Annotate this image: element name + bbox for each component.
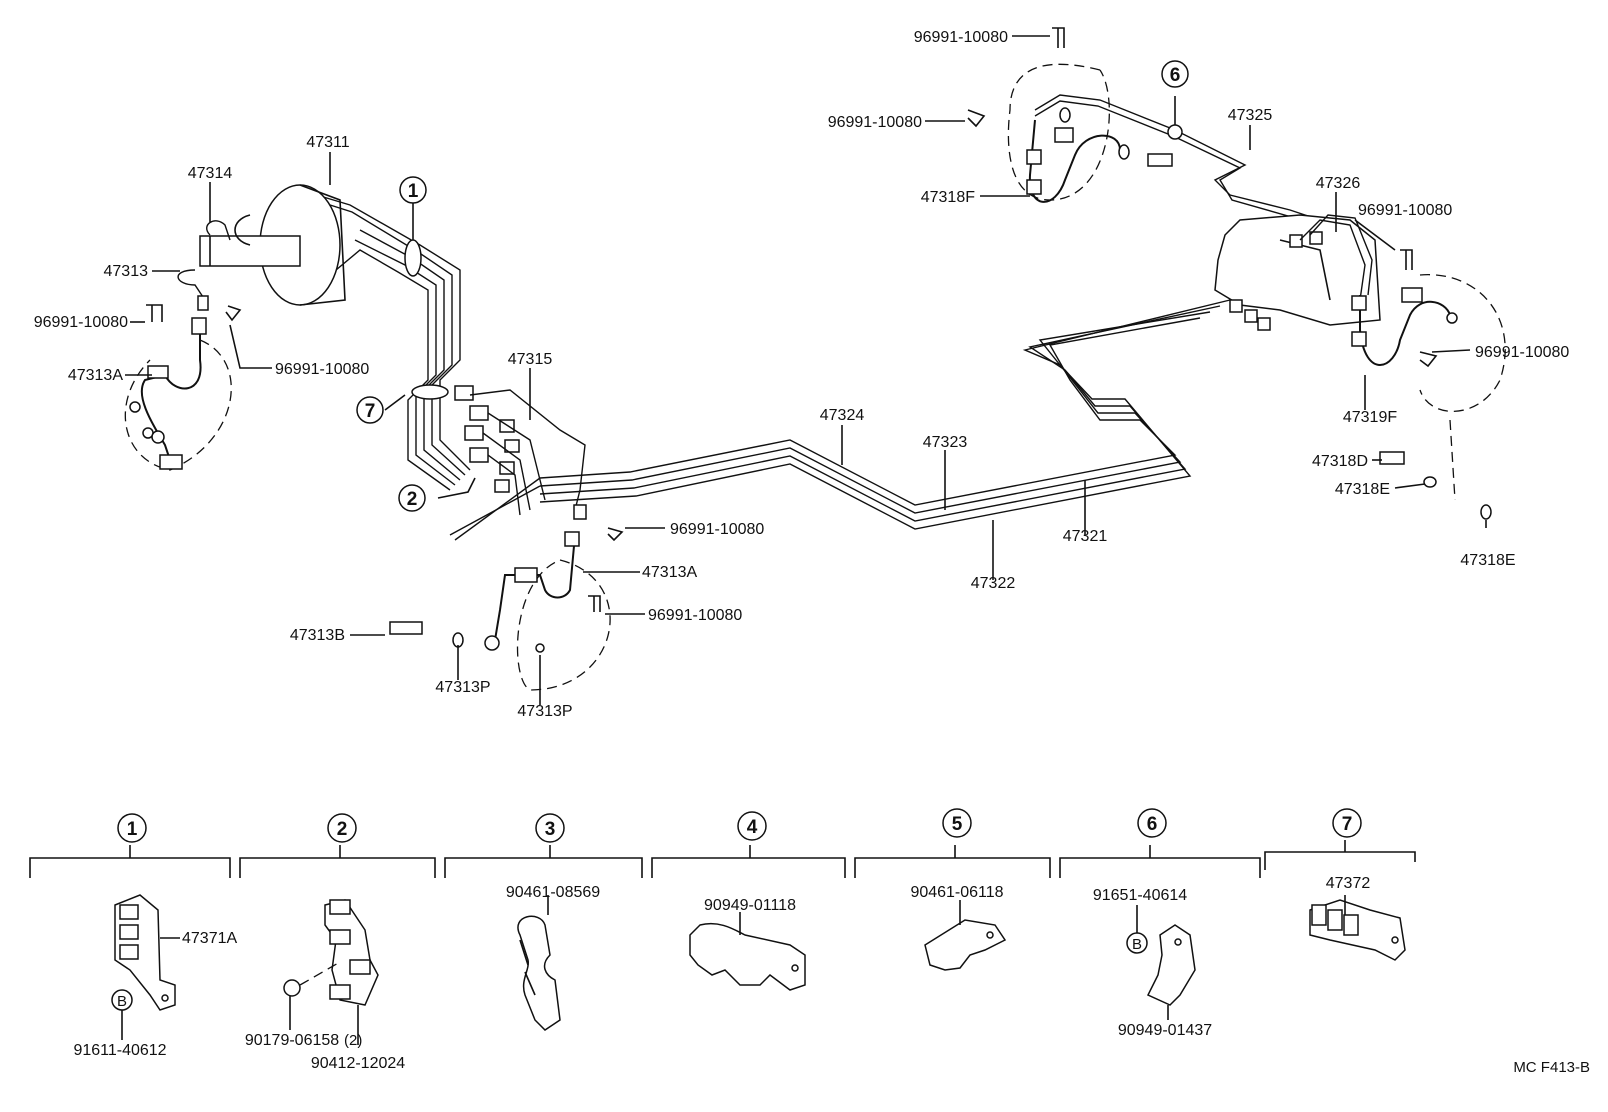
label-90949-01437: 90949-01437: [1118, 1022, 1212, 1039]
label-96991-10080-g: 96991-10080: [1358, 202, 1452, 219]
left-front-brake: [124, 317, 232, 471]
part-labels: 47311 47314 47313 96991-10080 47313A 969…: [34, 29, 1570, 720]
right-front-brake: [484, 527, 624, 691]
group-7-heading: 7: [1332, 808, 1362, 838]
clamp-90949-01437-icon: B: [1126, 905, 1196, 1020]
marker-b-1: B: [117, 993, 127, 1010]
clamp-47371A-icon: B: [111, 894, 180, 1040]
label-47372: 47372: [1326, 875, 1371, 892]
label-96991-10080-e: 96991-10080: [914, 29, 1008, 46]
pipe-47313: [177, 269, 206, 301]
label-96991-10080-a: 96991-10080: [34, 314, 128, 331]
label-90461-08569: 90461-08569: [506, 884, 600, 901]
callout-2: 2: [398, 484, 426, 512]
label-96991-10080-f: 96991-10080: [828, 114, 922, 131]
group-6-heading: 6: [1137, 808, 1167, 838]
label-qty-2: (2): [344, 1032, 362, 1049]
label-96991-10080-d: 96991-10080: [648, 607, 742, 624]
group-1-heading: 1: [117, 813, 147, 843]
brake-booster: [199, 184, 346, 306]
clamp-7-marker: [411, 384, 449, 400]
label-47311: 47311: [306, 134, 349, 151]
label-47318E-b: 47318E: [1460, 552, 1515, 569]
washer-47318E-icon: [1423, 476, 1437, 488]
group-6-number: 6: [1147, 814, 1158, 835]
label-47324: 47324: [820, 407, 865, 424]
clamp-6-marker: [1167, 124, 1183, 140]
label-47313: 47313: [104, 263, 149, 280]
left-rear-brake: [1351, 249, 1506, 520]
valve-block: [1214, 214, 1381, 331]
clamp-90412-12024-icon: [283, 899, 379, 1045]
marker-b-6: B: [1132, 936, 1142, 953]
callout-6-number: 6: [1170, 65, 1181, 86]
group-3-number: 3: [545, 819, 556, 840]
group-5-number: 5: [952, 814, 963, 835]
callout-7: 7: [356, 396, 384, 424]
callout-1: 1: [399, 176, 427, 240]
callout-2-number: 2: [407, 489, 418, 510]
label-90949-01118: 90949-01118: [704, 897, 796, 914]
label-90179-06158: 90179-06158: [245, 1032, 339, 1049]
label-90461-06118: 90461-06118: [910, 884, 1003, 901]
label-47321: 47321: [1063, 528, 1108, 545]
clamp-groups: 1 2 3 4 5 6 7: [29, 808, 1416, 1072]
clip-icon: [146, 304, 242, 322]
label-47326: 47326: [1316, 175, 1361, 192]
label-96991-10080-b: 96991-10080: [275, 361, 369, 378]
brake-line-bundle: [449, 299, 1231, 541]
group-5-heading: 5: [942, 808, 972, 838]
label-91651-40614: 91651-40614: [1093, 887, 1187, 904]
label-47313B: 47313B: [290, 627, 345, 644]
label-96991-10080-c: 96991-10080: [670, 521, 764, 538]
label-47322: 47322: [971, 575, 1016, 592]
callout-1-number: 1: [408, 181, 419, 202]
label-47323: 47323: [923, 434, 968, 451]
washer-47318E-b-icon: [1480, 504, 1492, 520]
clamp-90461-06118-icon: [924, 900, 1007, 971]
label-47313P-b: 47313P: [517, 703, 572, 720]
leader-lines: [125, 35, 1487, 705]
label-47313P-a: 47313P: [435, 679, 490, 696]
label-47313A-a: 47313A: [68, 367, 123, 384]
label-47319F: 47319F: [1343, 409, 1397, 426]
callout-6: 6: [1161, 60, 1189, 88]
washer-47313P-icon: [452, 632, 464, 648]
bolt-47313B-icon: [389, 621, 423, 635]
clamp-90461-08569-icon: [517, 895, 561, 1031]
group-3-heading: 3: [535, 813, 565, 843]
group-7-number: 7: [1342, 814, 1353, 835]
label-90412-12024: 90412-12024: [311, 1055, 405, 1072]
clamp-1-marker: [404, 239, 422, 277]
pipe-47314: [206, 220, 231, 241]
group-2-heading: 2: [327, 813, 357, 843]
junction-block-47315: [454, 385, 587, 520]
label-47313A-b: 47313A: [642, 564, 697, 581]
label-47318E-a: 47318E: [1335, 481, 1390, 498]
right-rear-assembly: [967, 27, 1336, 236]
label-47315: 47315: [508, 351, 553, 368]
label-47318D: 47318D: [1312, 453, 1368, 470]
label-47318F: 47318F: [921, 189, 975, 206]
group-1-number: 1: [127, 819, 138, 840]
label-91611-40612: 91611-40612: [73, 1042, 166, 1059]
group-4-number: 4: [747, 817, 758, 838]
label-47314: 47314: [188, 165, 233, 182]
bolt-icon: [159, 454, 183, 470]
clamp-47372-icon: [1309, 895, 1406, 961]
callout-7-number: 7: [365, 401, 376, 422]
group-4-heading: 4: [737, 811, 767, 841]
bolt-47318D-icon: [1379, 451, 1405, 465]
drawing-code: MC F413-B: [1513, 1059, 1590, 1076]
label-96991-10080-h: 96991-10080: [1475, 344, 1569, 361]
label-47371A: 47371A: [182, 930, 237, 947]
clamp-90949-01118-icon: [689, 912, 806, 991]
label-47325: 47325: [1228, 107, 1273, 124]
group-2-number: 2: [337, 819, 348, 840]
